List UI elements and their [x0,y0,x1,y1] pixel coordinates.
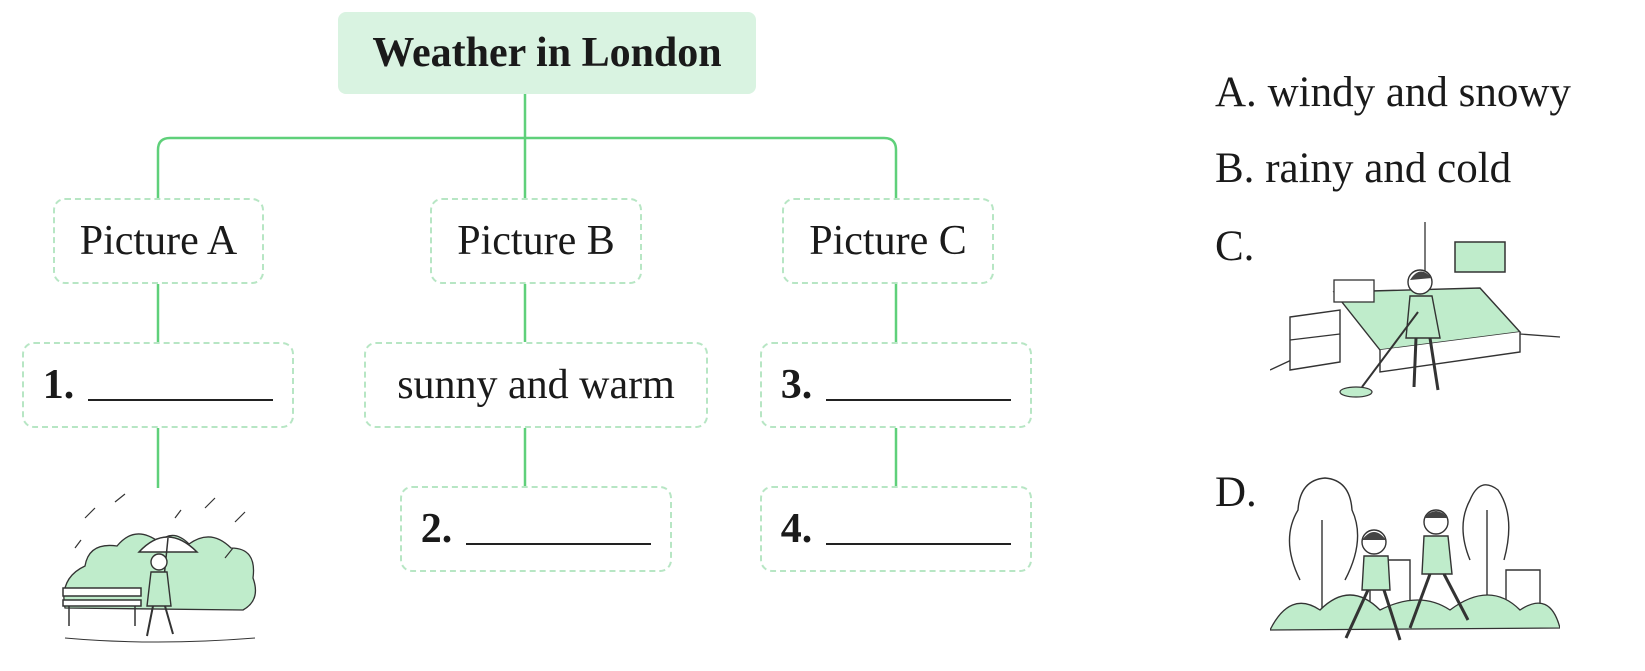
children-running-picture [1270,477,1560,641]
option-a-letter: A. [1215,69,1257,116]
diagram-title-text: Weather in London [372,30,722,76]
bedroom-sweeping-picture [1270,222,1561,398]
answer-blank-4[interactable] [826,543,1012,545]
picture-b-box: Picture B [430,198,642,284]
option-b: B. rainy and cold [1215,144,1511,193]
answer-box-4: 4. [760,486,1032,572]
answer-box-2: 2. [400,486,672,572]
answer-blank-2[interactable] [466,543,652,545]
option-d: D. [1215,468,1257,517]
diagram-title: Weather in London [338,12,756,94]
option-b-letter: B. [1215,145,1255,192]
option-a-text: windy and snowy [1267,69,1571,116]
option-a: A. windy and snowy [1215,68,1571,117]
option-d-letter: D. [1215,469,1257,516]
answer-box-1: 1. [22,342,294,428]
answer-number-4: 4. [780,506,813,552]
picture-b-label: Picture B [457,218,615,264]
answer-blank-1[interactable] [88,399,274,401]
answer-number-2: 2. [420,506,453,552]
option-c-letter: C. [1215,223,1255,270]
picture-c-label: Picture C [809,218,967,264]
sunny-warm-text: sunny and warm [397,362,675,408]
picture-c-box: Picture C [782,198,994,284]
option-c: C. [1215,222,1254,271]
picture-a-box: Picture A [53,198,264,284]
answer-number-3: 3. [780,362,813,408]
answer-number-1: 1. [42,362,75,408]
option-b-text: rainy and cold [1265,145,1512,192]
sunny-warm-box: sunny and warm [364,342,708,428]
answer-blank-3[interactable] [826,399,1012,401]
answer-box-3: 3. [760,342,1032,428]
picture-a-label: Picture A [79,218,238,264]
rainy-park-picture [62,493,257,643]
